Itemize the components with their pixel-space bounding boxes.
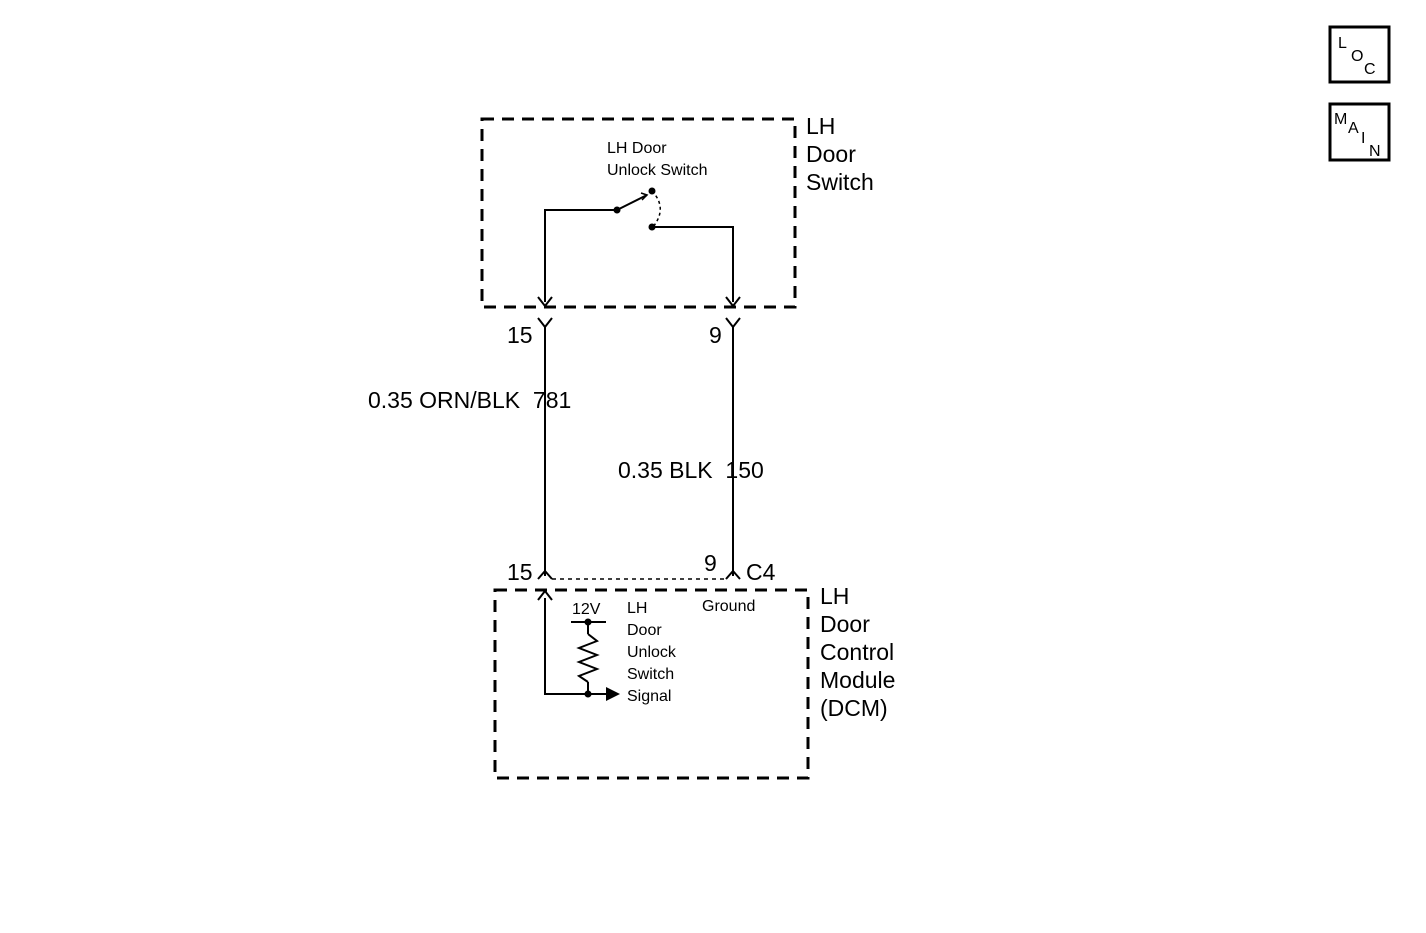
main-button[interactable]: M A I N [1328, 102, 1391, 162]
signal-label-line1: LH [627, 600, 647, 617]
loc-letter-o: O [1351, 48, 1363, 65]
main-letter-i: I [1361, 130, 1365, 147]
switch-name-line2: Door [806, 141, 856, 167]
dcm-pin-9: 9 [704, 550, 717, 576]
signal-label-line3: Unlock [627, 644, 677, 661]
switch-boundary [480, 117, 797, 309]
main-letter-m: M [1334, 111, 1347, 128]
signal-label-line4: Switch [627, 666, 674, 683]
dcm-name-line2: Door [820, 611, 870, 637]
dcm-connector [537, 569, 741, 580]
loc-button[interactable]: L O C [1328, 25, 1391, 84]
switch-pin-15: 15 [507, 322, 533, 348]
dcm-boundary [493, 588, 810, 780]
signal-label-line5: Signal [627, 688, 671, 705]
dcm-name-line3: Control [820, 639, 894, 665]
dcm-pin-15: 15 [507, 559, 533, 585]
switch-internal-label-line1: LH Door [607, 140, 667, 157]
dcm-name-line1: LH [820, 583, 849, 609]
dcm-connector-id: C4 [746, 559, 776, 585]
main-letter-n: N [1369, 143, 1381, 160]
dcm-name-line4: Module [820, 667, 895, 693]
main-letter-a: A [1348, 120, 1359, 137]
switch-contact-symbol [537, 190, 741, 308]
ground-label: Ground [702, 598, 755, 615]
dcm-name-line5: (DCM) [820, 695, 888, 721]
switch-pin-9: 9 [709, 322, 722, 348]
lh-door-switch: LH Door Switch LH Door Unlock Switch [480, 113, 874, 309]
signal-arrow-icon [606, 687, 620, 701]
switch-name-line1: LH [806, 113, 835, 139]
switch-name-line3: Switch [806, 169, 874, 195]
signal-label-line2: Door [627, 622, 662, 639]
loc-letter-l: L [1338, 35, 1347, 52]
switch-internal-label-line2: Unlock Switch [607, 162, 707, 179]
voltage-label: 12V [572, 601, 601, 618]
loc-letter-c: C [1364, 61, 1376, 78]
lh-door-control-module: LH Door Control Module (DCM) Ground 12V … [493, 583, 895, 780]
wire-right-label: 0.35 BLK 150 [618, 457, 764, 483]
wire-left-label: 0.35 ORN/BLK 781 [368, 387, 571, 413]
